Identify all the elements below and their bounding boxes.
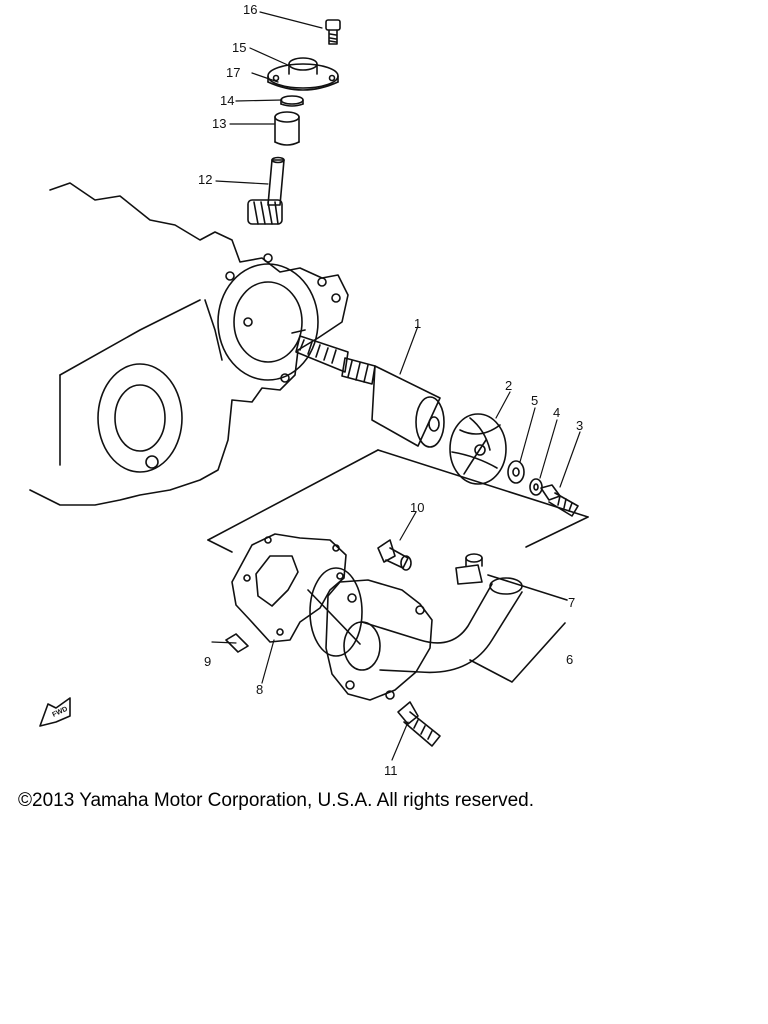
part-7-bleed-bolt bbox=[455, 553, 483, 585]
water-pump-exploded-diagram: 16 15 17 14 13 12 1 2 5 4 3 10 7 6 9 8 1… bbox=[29, 2, 589, 778]
callout-4: 4 bbox=[553, 405, 560, 420]
callout-13: 13 bbox=[212, 116, 226, 131]
part-16-screw bbox=[325, 19, 341, 45]
callout-15: 15 bbox=[232, 40, 246, 55]
callout-11: 11 bbox=[384, 763, 398, 778]
callout-16: 16 bbox=[243, 2, 257, 17]
exploded-view-bracket-lines bbox=[207, 449, 589, 683]
callout-6: 6 bbox=[566, 652, 573, 667]
part-15-cover bbox=[267, 57, 339, 91]
part-9-dowel-pin bbox=[225, 633, 249, 653]
part-2-impeller bbox=[449, 413, 507, 485]
callout-2: 2 bbox=[505, 378, 512, 393]
part-1-pump-shaft bbox=[291, 329, 445, 448]
crankcase-outline bbox=[29, 182, 349, 506]
part-11-bolt bbox=[397, 701, 441, 747]
callout-1: 1 bbox=[414, 316, 421, 331]
callout-5: 5 bbox=[531, 393, 538, 408]
callout-14: 14 bbox=[220, 93, 234, 108]
part-14-oil-seal bbox=[280, 95, 304, 107]
part-8-gasket bbox=[231, 533, 347, 643]
callout-10: 10 bbox=[410, 500, 424, 515]
part-10-bolt bbox=[377, 539, 412, 571]
part-12-driven-gear bbox=[247, 156, 285, 225]
callout-8: 8 bbox=[256, 682, 263, 697]
part-4-washer bbox=[529, 478, 543, 496]
callout-17: 17 bbox=[226, 65, 240, 80]
callout-3: 3 bbox=[576, 418, 583, 433]
forward-direction-arrow-icon bbox=[39, 697, 71, 727]
part-5-washer bbox=[507, 460, 525, 484]
copyright-notice: ©2013 Yamaha Motor Corporation, U.S.A. A… bbox=[18, 790, 534, 811]
leader-lines bbox=[211, 11, 581, 761]
callout-9: 9 bbox=[204, 654, 211, 669]
part-6-pump-housing bbox=[307, 567, 523, 701]
part-13-bushing bbox=[274, 111, 300, 146]
callout-7: 7 bbox=[568, 595, 575, 610]
callout-12: 12 bbox=[198, 172, 212, 187]
